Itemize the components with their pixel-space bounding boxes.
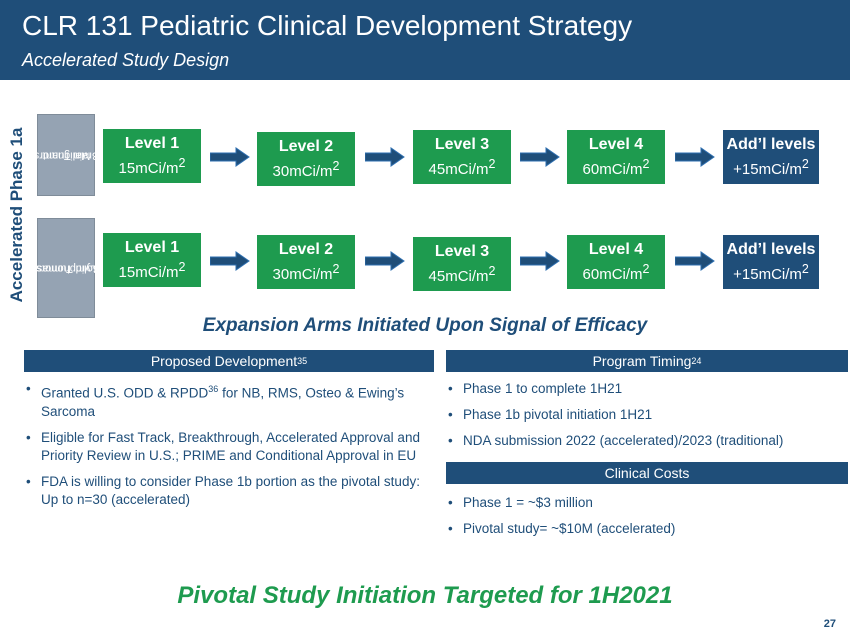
page-number: 27 <box>823 618 836 630</box>
accelerated-phase-label: Accelerated Phase 1a <box>2 110 32 320</box>
expansion-arms-text: Expansion Arms Initiated Upon Signal of … <box>202 315 648 336</box>
arrow-right-icon <box>520 147 560 167</box>
row2-addl-levels: Add’l levels +15mCi/m2 <box>723 235 819 289</box>
arrow-right-icon <box>365 147 405 167</box>
slide-header: CLR 131 Pediatric Clinical Development S… <box>0 0 850 80</box>
row2-level-2: Level 2 30mCi/m2 <box>257 235 355 289</box>
proposed-development-list: Granted U.S. ODD & RPDD36 for NB, RMS, O… <box>26 380 436 509</box>
list-item: Eligible for Fast Track, Breakthrough, A… <box>26 429 436 465</box>
row2-level-4: Level 4 60mCi/m2 <box>567 235 665 289</box>
row-label-solid-tumors: Solid Tumors/Lymphomas <box>32 218 100 318</box>
row2-level-1: Level 1 15mCi/m2 <box>103 233 201 287</box>
arrow-right-icon <box>210 251 250 271</box>
slide-subtitle: Accelerated Study Design <box>22 50 230 70</box>
list-item: Phase 1 to complete 1H21 <box>448 380 848 398</box>
arrow-right-icon <box>210 147 250 167</box>
row2-level-3: Level 3 45mCi/m2 <box>413 237 511 291</box>
list-item: FDA is willing to consider Phase 1b port… <box>26 473 436 509</box>
row1-level-3: Level 3 45mCi/m2 <box>413 130 511 184</box>
row1-level-1: Level 1 15mCi/m2 <box>103 129 201 183</box>
list-item: Phase 1b pivotal initiation 1H21 <box>448 406 848 424</box>
arrow-right-icon <box>365 251 405 271</box>
row1-addl-levels: Add’l levels +15mCi/m2 <box>723 130 819 184</box>
row1-level-4: Level 4 60mCi/m2 <box>567 130 665 184</box>
arrow-right-icon <box>520 251 560 271</box>
list-item: Granted U.S. ODD & RPDD36 for NB, RMS, O… <box>26 380 436 421</box>
row1-level-2: Level 2 30mCi/m2 <box>257 132 355 186</box>
list-item: NDA submission 2022 (accelerated)/2023 (… <box>448 432 848 450</box>
list-item: Phase 1 = ~$3 million <box>448 494 848 512</box>
clinical-costs-header: Clinical Costs <box>446 462 848 484</box>
pivotal-study-text: Pivotal Study Initiation Targeted for 1H… <box>177 582 673 609</box>
clinical-costs-list: Phase 1 = ~$3 million Pivotal study= ~$1… <box>448 494 848 538</box>
arrow-right-icon <box>675 251 715 271</box>
list-item: Pivotal study= ~$10M (accelerated) <box>448 520 848 538</box>
program-timing-list: Phase 1 to complete 1H21 Phase 1b pivota… <box>448 380 848 450</box>
accelerated-phase-text: Accelerated Phase 1a <box>7 127 26 303</box>
arrow-right-icon <box>675 147 715 167</box>
slide-title: CLR 131 Pediatric Clinical Development S… <box>22 10 633 41</box>
